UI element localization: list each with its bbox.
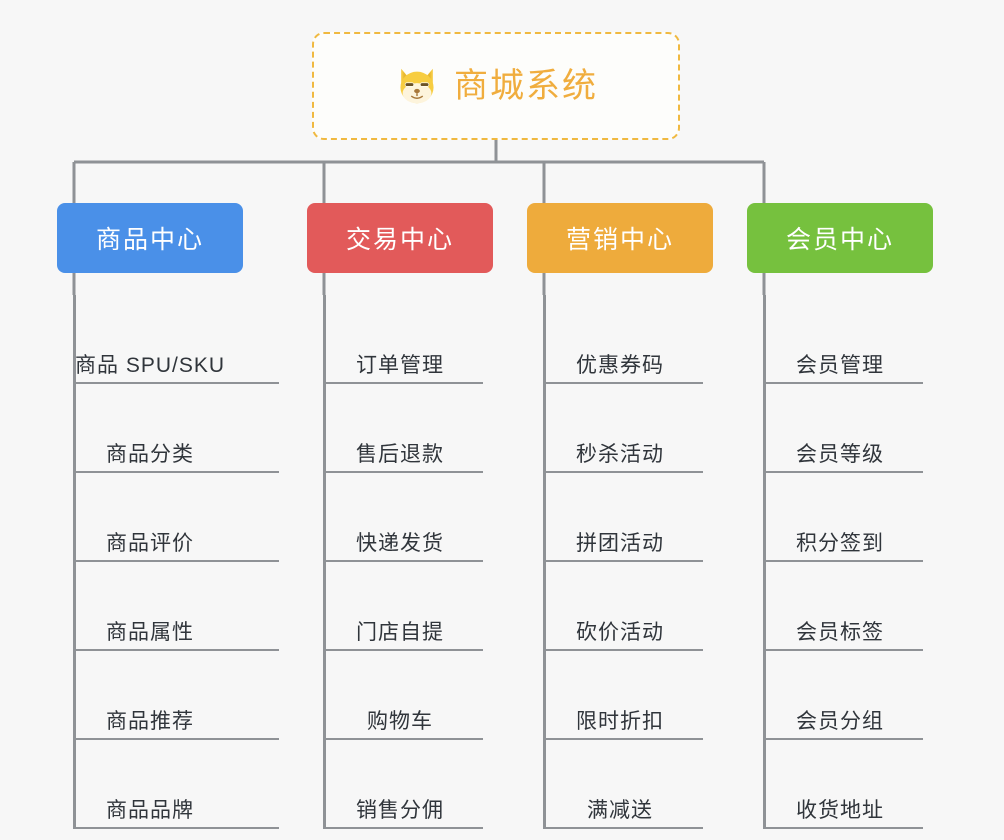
leaf-item[interactable]: 满减送 — [527, 740, 713, 829]
leaf-item[interactable]: 秒杀活动 — [527, 384, 713, 473]
leaf-underline — [543, 382, 703, 384]
leaf-underline — [73, 738, 279, 740]
leaf-item[interactable]: 商品 SPU/SKU — [57, 295, 279, 384]
branch-product-center: 商品中心商品 SPU/SKU 商品分类商品评价商品属性商品推荐商品品牌 — [57, 203, 279, 829]
branch-marketing-center: 营销中心优惠券码秒杀活动拼团活动砍价活动限时折扣满减送 — [527, 203, 713, 829]
leaf-item-label: 会员管理 — [796, 353, 884, 377]
leaf-underline — [763, 560, 923, 562]
leaf-item-label: 满减送 — [587, 798, 653, 822]
leaf-item-label: 购物车 — [367, 709, 433, 733]
leaf-item[interactable]: 砍价活动 — [527, 562, 713, 651]
leaf-item[interactable]: 会员标签 — [747, 562, 933, 651]
leaf-underline — [763, 471, 923, 473]
leaf-item-label: 砍价活动 — [576, 620, 664, 644]
leaf-item-label: 秒杀活动 — [576, 442, 664, 466]
leaf-list-member-center: 会员管理会员等级积分签到会员标签会员分组收货地址 — [747, 295, 933, 829]
leaf-item-label: 商品推荐 — [106, 709, 194, 733]
branch-spine — [323, 295, 326, 829]
branch-header-marketing-center[interactable]: 营销中心 — [527, 203, 713, 273]
leaf-underline — [323, 382, 483, 384]
leaf-item[interactable]: 快递发货 — [307, 473, 493, 562]
leaf-list-product-center: 商品 SPU/SKU 商品分类商品评价商品属性商品推荐商品品牌 — [57, 295, 279, 829]
branch-header-label: 交易中心 — [345, 226, 454, 254]
leaf-item[interactable]: 商品评价 — [57, 473, 279, 562]
leaf-item[interactable]: 会员等级 — [747, 384, 933, 473]
leaf-item-label: 门店自提 — [356, 620, 444, 644]
leaf-item-label: 订单管理 — [356, 353, 444, 377]
leaf-item-label: 会员等级 — [796, 442, 884, 466]
leaf-underline — [543, 560, 703, 562]
branch-trade-center: 交易中心订单管理售后退款快递发货门店自提购物车销售分佣 — [307, 203, 493, 829]
branch-header-trade-center[interactable]: 交易中心 — [307, 203, 493, 273]
leaf-item-label: 拼团活动 — [576, 531, 664, 555]
leaf-item[interactable]: 会员分组 — [747, 651, 933, 740]
leaf-underline — [763, 827, 923, 829]
leaf-item[interactable]: 收货地址 — [747, 740, 933, 829]
leaf-item[interactable]: 商品品牌 — [57, 740, 279, 829]
leaf-item-label: 销售分佣 — [356, 798, 444, 822]
leaf-underline — [73, 471, 279, 473]
leaf-underline — [323, 649, 483, 651]
leaf-item-label: 商品 SPU/SKU — [74, 353, 226, 377]
leaf-underline — [543, 471, 703, 473]
leaf-item-label: 商品分类 — [106, 442, 194, 466]
leaf-underline — [73, 382, 279, 384]
branch-header-label: 商品中心 — [95, 226, 204, 254]
leaf-underline — [763, 649, 923, 651]
leaf-underline — [323, 738, 483, 740]
branch-spine — [543, 295, 546, 829]
leaf-item-label: 收货地址 — [796, 798, 884, 822]
leaf-underline — [543, 827, 703, 829]
leaf-item-label: 快递发货 — [356, 531, 444, 555]
leaf-underline — [763, 738, 923, 740]
leaf-underline — [73, 560, 279, 562]
branch-header-product-center[interactable]: 商品中心 — [57, 203, 243, 273]
leaf-item[interactable]: 商品推荐 — [57, 651, 279, 740]
leaf-underline — [763, 382, 923, 384]
leaf-item[interactable]: 商品分类 — [57, 384, 279, 473]
leaf-underline — [73, 649, 279, 651]
leaf-underline — [543, 649, 703, 651]
leaf-item-label: 售后退款 — [356, 442, 444, 466]
leaf-item-label: 商品属性 — [106, 620, 194, 644]
leaf-item-label: 会员分组 — [796, 709, 884, 733]
leaf-item[interactable]: 拼团活动 — [527, 473, 713, 562]
leaf-item[interactable]: 商品属性 — [57, 562, 279, 651]
leaf-item[interactable]: 优惠券码 — [527, 295, 713, 384]
leaf-item-label: 限时折扣 — [576, 709, 664, 733]
leaf-item[interactable]: 售后退款 — [307, 384, 493, 473]
root-title: 商城系统 — [454, 67, 598, 105]
branch-header-label: 营销中心 — [565, 226, 674, 254]
leaf-list-marketing-center: 优惠券码秒杀活动拼团活动砍价活动限时折扣满减送 — [527, 295, 713, 829]
leaf-item[interactable]: 销售分佣 — [307, 740, 493, 829]
leaf-underline — [323, 560, 483, 562]
leaf-underline — [323, 827, 483, 829]
branch-header-member-center[interactable]: 会员中心 — [747, 203, 933, 273]
branch-member-center: 会员中心会员管理会员等级积分签到会员标签会员分组收货地址 — [747, 203, 933, 829]
leaf-item-label: 优惠券码 — [576, 353, 664, 377]
leaf-list-trade-center: 订单管理售后退款快递发货门店自提购物车销售分佣 — [307, 295, 493, 829]
leaf-item-label: 积分签到 — [796, 531, 884, 555]
leaf-item[interactable]: 门店自提 — [307, 562, 493, 651]
leaf-item[interactable]: 购物车 — [307, 651, 493, 740]
leaf-item[interactable]: 积分签到 — [747, 473, 933, 562]
leaf-item[interactable]: 订单管理 — [307, 295, 493, 384]
shiba-dog-face-icon — [394, 63, 440, 109]
branch-header-label: 会员中心 — [785, 226, 894, 254]
leaf-item[interactable]: 限时折扣 — [527, 651, 713, 740]
root-node-shop-system[interactable]: 商城系统 — [312, 32, 680, 140]
leaf-item[interactable]: 会员管理 — [747, 295, 933, 384]
branch-spine — [73, 295, 76, 829]
branch-spine — [763, 295, 766, 829]
leaf-underline — [73, 827, 279, 829]
leaf-item-label: 会员标签 — [796, 620, 884, 644]
leaf-item-label: 商品品牌 — [106, 798, 194, 822]
leaf-underline — [323, 471, 483, 473]
leaf-underline — [543, 738, 703, 740]
leaf-item-label: 商品评价 — [106, 531, 194, 555]
